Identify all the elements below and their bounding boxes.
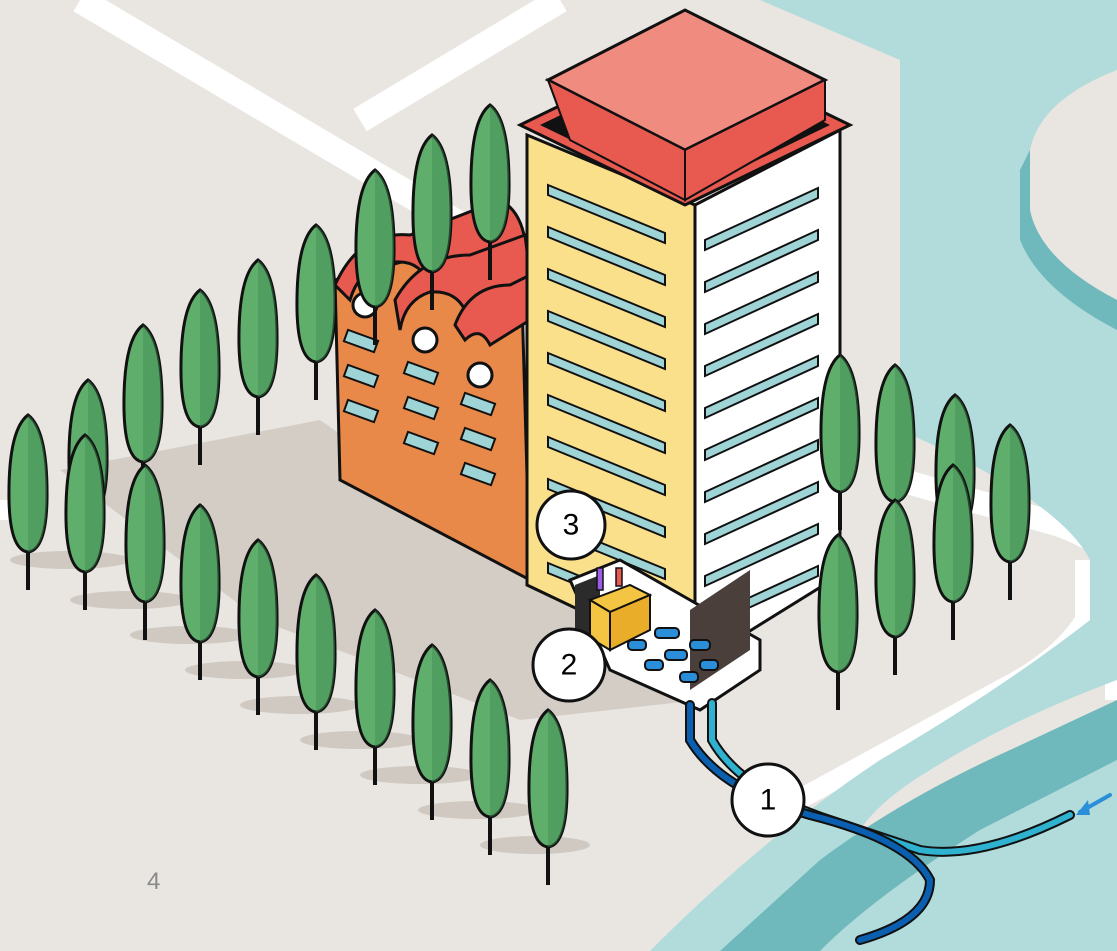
callout-2: 2 (533, 629, 605, 701)
callout-2-label: 2 (561, 649, 578, 682)
page-number: 4 (147, 868, 160, 896)
callout-1: 1 (732, 764, 804, 836)
tower-building (520, 10, 850, 665)
callout-1-label: 1 (760, 784, 777, 817)
callout-3-label: 3 (563, 509, 580, 542)
callout-3: 3 (537, 491, 605, 559)
